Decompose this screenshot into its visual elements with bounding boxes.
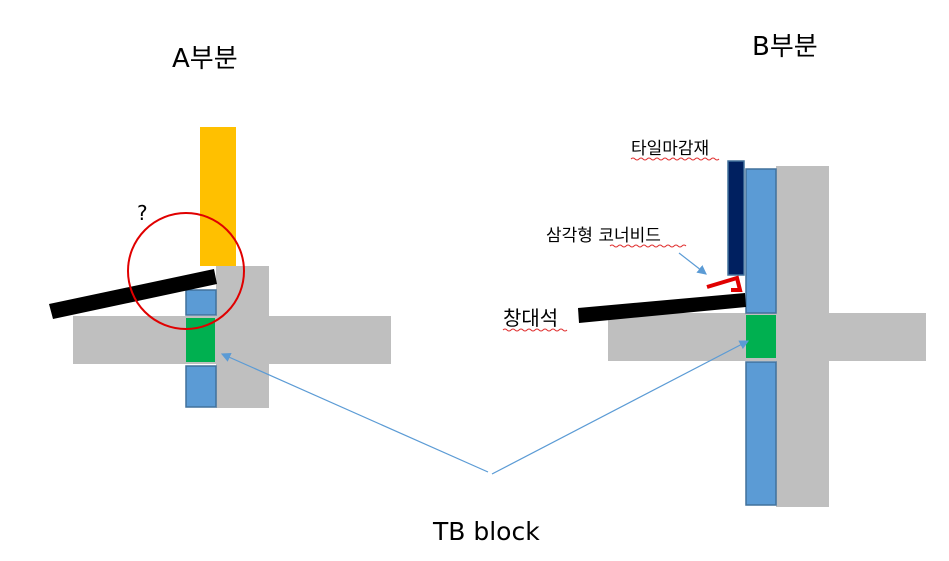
part-a-title: A부분 <box>172 44 238 74</box>
part-a-detail: ? A부분 <box>49 44 391 408</box>
tb-block-label: TB block <box>432 517 540 546</box>
concrete-slab-a <box>73 316 391 364</box>
part-b-title: B부분 <box>752 32 818 62</box>
arrow-to-tb-block-b <box>491 340 750 475</box>
question-mark: ? <box>137 201 148 225</box>
highlight-circle <box>127 212 245 330</box>
window-sill-label: 창대석 <box>503 306 558 330</box>
insulation-bottom-b <box>745 361 777 506</box>
yellow-wall-a <box>200 127 236 266</box>
insulation-top-b <box>745 168 777 314</box>
arrow-to-tb-block-a <box>220 353 489 473</box>
tb-block-a <box>186 318 215 362</box>
tile-finish-label: 타일마감재 <box>631 139 709 159</box>
tile-finish <box>727 160 745 276</box>
part-b-detail: B부분 타일마감재 삼각형 코너비드 창대석 <box>502 32 926 507</box>
corner-bead-arrow <box>678 252 707 275</box>
insulation-bottom-a <box>185 365 217 408</box>
tb-block-callout: TB block <box>220 340 750 546</box>
tb-block-b <box>746 315 776 358</box>
insulation-top-a <box>185 289 217 316</box>
corner-bead <box>706 275 743 292</box>
window-sill-b <box>578 293 746 323</box>
corner-bead-label: 삼각형 코너비드 <box>546 226 661 246</box>
